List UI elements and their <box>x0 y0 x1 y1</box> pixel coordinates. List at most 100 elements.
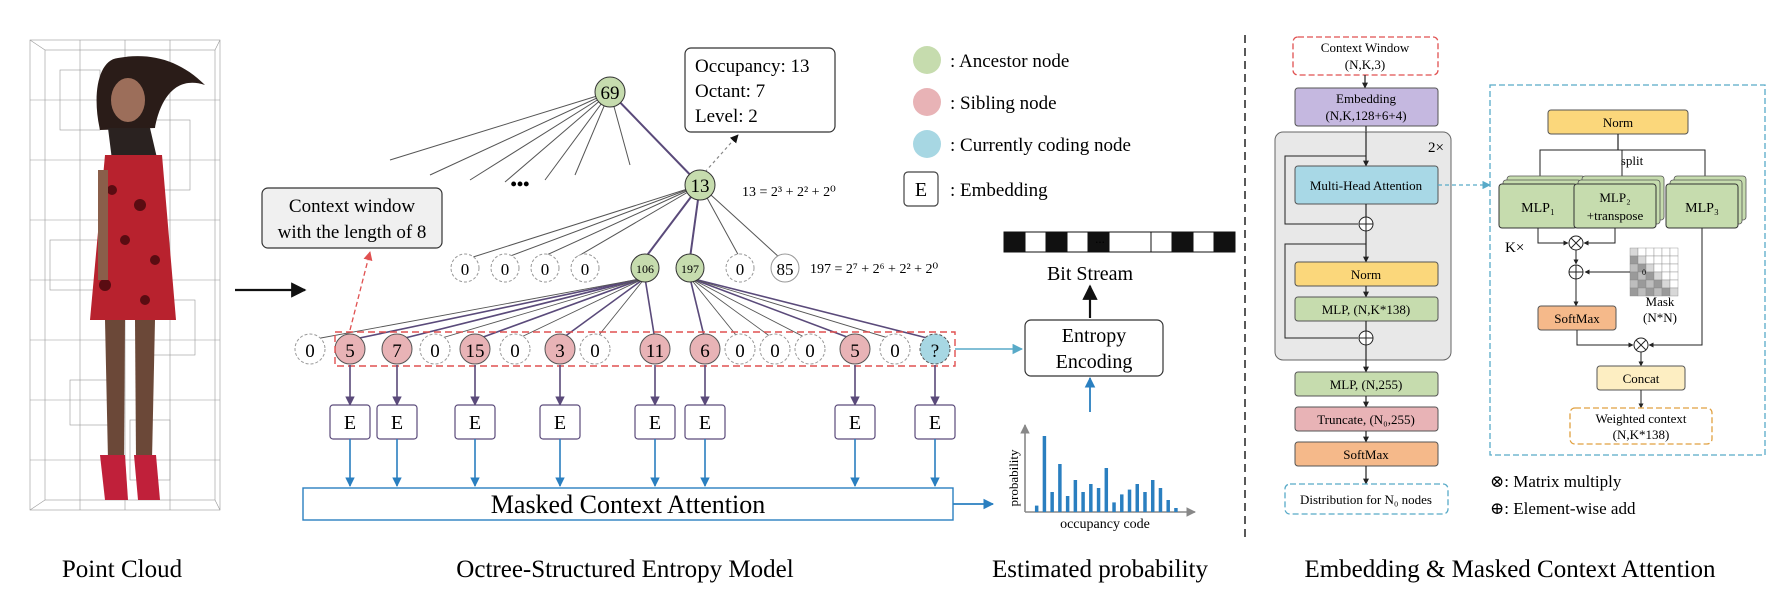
mask-grid <box>1629 247 1679 297</box>
histogram-bars <box>1034 436 1178 512</box>
equation-13: 13 = 2³ + 2² + 2⁰ <box>742 185 836 200</box>
mlp3-label: MLP₃ <box>1685 201 1719 216</box>
histogram-bar <box>1034 505 1039 512</box>
legend-matmul: ⊗: Matrix multiply <box>1490 472 1622 491</box>
level4-node <box>459 333 491 365</box>
level3-node <box>630 253 660 283</box>
level4-node <box>544 333 576 365</box>
concat-label: Concat <box>1623 371 1660 386</box>
distribution-box <box>1284 483 1449 515</box>
root-node <box>594 76 626 108</box>
mask-cell <box>1661 247 1671 257</box>
histogram-bar <box>1120 494 1124 512</box>
bit-cell <box>1192 231 1215 253</box>
level3-node-label: 197 <box>681 262 699 276</box>
histogram-bar <box>1042 436 1047 512</box>
level4-node <box>724 333 756 365</box>
mlp1-label: MLP₁ <box>1521 201 1555 216</box>
mask-cell <box>1661 279 1671 289</box>
mask-cell <box>1637 247 1647 257</box>
level3-node <box>570 253 600 283</box>
context-window-arrow <box>349 251 373 331</box>
level3-node-label: 106 <box>636 262 654 276</box>
level2-node <box>684 169 716 201</box>
caption-estimated-probability: Estimated probability <box>992 556 1208 583</box>
level4-node-label: 0 <box>890 341 900 362</box>
mask-cell <box>1669 271 1679 281</box>
bit-cell <box>1003 231 1026 253</box>
weighted-context-line1: Weighted context <box>1595 411 1686 426</box>
level4-node <box>689 333 721 365</box>
level4-node-label: 7 <box>392 341 402 362</box>
norm-inner-label: Norm <box>1351 267 1381 282</box>
level3-node-label: 0 <box>736 260 745 279</box>
masked-context-attention-label: Masked Context Attention <box>491 490 765 519</box>
level4-node-label: 0 <box>805 341 815 362</box>
mask-cell <box>1669 255 1679 265</box>
bit-stream-ellipsis: ... <box>1095 231 1105 246</box>
mask-cell <box>1653 271 1663 281</box>
octree-entropy-panel: 69 ••• 13 Occupancy: 13 Octant: 7 Level:… <box>261 47 1024 521</box>
level3-node <box>490 253 520 283</box>
k-times-label: K× <box>1505 240 1524 256</box>
legend-embedding: : Embedding <box>950 180 1048 201</box>
level4-node-label: 5 <box>345 341 355 362</box>
mask-cell <box>1661 271 1671 281</box>
info-level: Level: 2 <box>695 106 758 127</box>
embedding-layer-line2: (N,K,128+6+4) <box>1325 108 1406 123</box>
histogram-bar <box>1089 484 1093 512</box>
level3-node <box>725 253 755 283</box>
histogram-bar <box>1096 488 1101 512</box>
mask-cell <box>1645 247 1655 257</box>
bit-cell <box>1066 231 1089 253</box>
info-occupancy: Occupancy: 13 <box>695 56 809 77</box>
level4-node <box>759 333 791 365</box>
mlp2-label-line1: MLP₂ <box>1599 190 1630 205</box>
level4-node <box>839 333 871 365</box>
encoding-panel: ... Bit Stream Entropy Encoding <box>1003 231 1236 412</box>
histogram-bar <box>1058 464 1062 512</box>
level4-node-label: 0 <box>735 341 745 362</box>
histogram-bar <box>1127 489 1132 512</box>
level3-node-label: 0 <box>461 260 470 279</box>
legend-current-swatch <box>913 130 941 158</box>
point-cloud-panel <box>29 39 307 511</box>
level4-node <box>294 333 326 365</box>
embedding-block-label: E <box>391 412 403 434</box>
embedding-block-label: E <box>554 412 566 434</box>
equation-197: 197 = 2⁷ + 2⁶ + 2² + 2⁰ <box>810 262 939 277</box>
mask-label-line1: Mask <box>1646 294 1675 309</box>
caption-point-cloud: Point Cloud <box>62 556 183 583</box>
histogram-bar <box>1158 488 1163 512</box>
legend-embedding-swatch <box>903 171 939 207</box>
context-window-input-line2: (N,K,3) <box>1345 57 1385 72</box>
mask-cell <box>1645 255 1655 265</box>
legend-add: ⊕: Element-wise add <box>1490 499 1636 518</box>
legend-sibling-swatch <box>913 88 941 116</box>
level3-node <box>770 253 800 283</box>
histogram-bar <box>1150 480 1155 512</box>
legend-sibling: : Sibling node <box>950 93 1057 114</box>
mask-cell <box>1645 271 1655 281</box>
person-silhouette <box>90 56 205 500</box>
level4-node-label: 0 <box>590 341 600 362</box>
level3-node-label: 0 <box>581 260 590 279</box>
mask-cell <box>1669 287 1679 297</box>
current-node <box>919 333 951 365</box>
mlp-out-label: MLP, (N,255) <box>1330 377 1403 392</box>
level4-node-label: 11 <box>646 341 664 362</box>
caption-entropy-model: Octree-Structured Entropy Model <box>456 556 793 583</box>
mask-cell <box>1637 255 1647 265</box>
level3-node <box>675 253 705 283</box>
mlp2-label-line2: +transpose <box>1587 208 1644 223</box>
context-window-input-line1: Context Window <box>1321 40 1410 55</box>
info-box <box>684 47 836 133</box>
embedding-block-label: E <box>849 412 861 434</box>
bit-cell <box>1213 231 1236 253</box>
mask-cell <box>1629 271 1639 281</box>
multi-head-attention-label: Multi-Head Attention <box>1310 178 1423 193</box>
bit-cell <box>1171 231 1194 253</box>
tree-ellipsis: ••• <box>511 174 530 194</box>
